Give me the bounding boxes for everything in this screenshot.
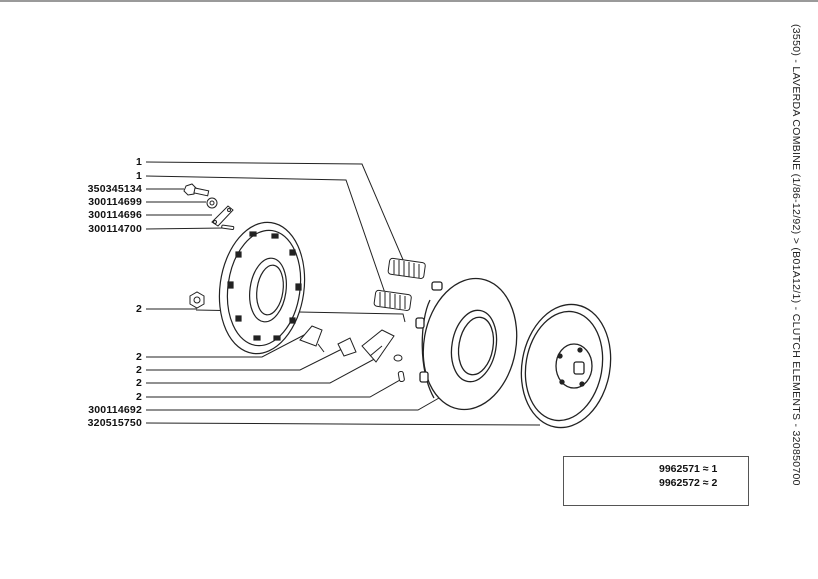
legend-row-1: 9962571 ≈ 1 xyxy=(659,463,718,475)
callout-1-lower[interactable]: 1 xyxy=(135,170,142,182)
callout-2-e[interactable]: 2 xyxy=(135,391,142,403)
leader-line-2d xyxy=(146,355,381,384)
document-title-vertical: (3550) - LAVERDA COMBINE (1/86-12/92) > … xyxy=(784,18,804,518)
leader-line-2a xyxy=(146,303,199,310)
clutch-cover xyxy=(218,221,306,355)
spring-upper xyxy=(387,257,426,279)
small-pin xyxy=(393,354,405,383)
nut-item-2 xyxy=(189,291,205,309)
clip xyxy=(337,337,357,357)
callout-2-d[interactable]: 2 xyxy=(135,377,142,389)
hex-bolt xyxy=(183,183,210,197)
leader-line-spring-upper xyxy=(145,161,405,263)
leader-line-pin xyxy=(145,227,225,230)
pressure-plate xyxy=(415,277,518,411)
leader-line-2b xyxy=(146,333,307,358)
callout-320515750[interactable]: 320515750 xyxy=(87,417,142,429)
callout-2-a[interactable]: 2 xyxy=(135,303,142,315)
document-title-text: (3550) - LAVERDA COMBINE (1/86-12/92) > … xyxy=(790,24,802,486)
nut xyxy=(206,197,218,209)
leader-line-disc xyxy=(145,422,541,426)
clutch-disc xyxy=(520,303,612,429)
pin xyxy=(221,224,235,231)
legend-row-2: 9962572 ≈ 2 xyxy=(659,477,718,489)
callout-350345134[interactable]: 350345134 xyxy=(87,183,142,195)
callout-300114692[interactable]: 300114692 xyxy=(88,404,142,416)
leader-line-2e xyxy=(146,379,401,398)
spring-lower xyxy=(373,289,412,311)
lever-block xyxy=(361,329,395,363)
callout-300114696[interactable]: 300114696 xyxy=(88,209,142,221)
callout-2-b[interactable]: 2 xyxy=(135,351,142,363)
callout-2-c[interactable]: 2 xyxy=(135,364,142,376)
leader-line-pressure-plate xyxy=(146,393,447,411)
top-divider xyxy=(0,0,818,2)
release-lever xyxy=(299,325,325,353)
callout-300114700[interactable]: 300114700 xyxy=(88,223,142,235)
leader-line-spring-lower xyxy=(145,175,387,297)
strap xyxy=(211,205,234,227)
tool-legend-box: 9962571 ≈ 1 9962572 ≈ 2 xyxy=(563,456,749,506)
leader-line-2c xyxy=(146,347,345,371)
callout-1-upper[interactable]: 1 xyxy=(135,156,142,168)
callout-300114699[interactable]: 300114699 xyxy=(88,196,142,208)
